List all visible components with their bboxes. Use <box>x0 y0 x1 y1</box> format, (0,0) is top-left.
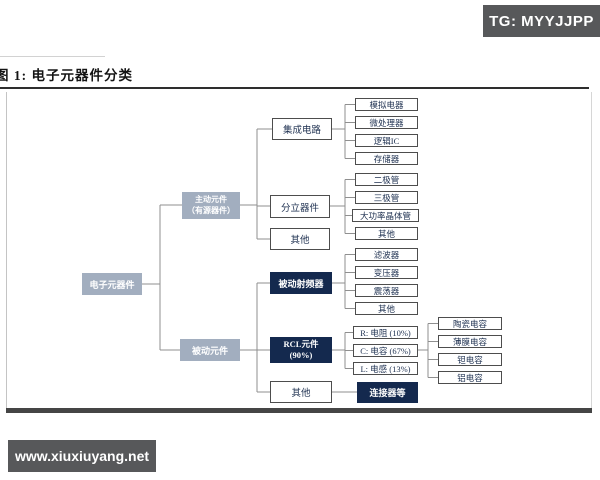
node-passive-other: 其他 <box>270 381 332 403</box>
node-inductor: L: 电感 (13%) <box>353 362 418 375</box>
node-integrated-circuits: 集成电路 <box>272 118 332 140</box>
site-watermark-text: www.xiuxiuyang.net <box>14 448 150 464</box>
node-connectors-etc: 连接器等 <box>357 382 418 403</box>
node-capacitor: C: 电容 (67%) <box>353 344 418 357</box>
node-passive-components: 被动元件 <box>180 339 240 361</box>
node-rcl-line2: (90%) <box>289 350 313 360</box>
node-high-power-transistor: 大功率晶体管 <box>352 209 419 222</box>
node-tantalum-capacitor: 钽电容 <box>438 353 502 366</box>
node-analog-devices: 模拟电器 <box>355 98 418 111</box>
node-active-line2: （有源器件） <box>187 205 235 215</box>
node-passive-rf: 被动射频器 <box>270 272 332 294</box>
node-active-components: 主动元件 （有源器件） <box>182 192 240 219</box>
figure-title: 图 1: 电子元器件分类 <box>0 68 133 83</box>
node-resistor: R: 电阻 (10%) <box>353 326 418 339</box>
node-triode: 三极管 <box>355 191 418 204</box>
node-active-other: 其他 <box>270 228 330 250</box>
tg-badge-text: TG: MYYJJPP <box>489 12 594 30</box>
header-thin-rule <box>0 56 105 57</box>
node-microprocessor: 微处理器 <box>355 116 418 129</box>
node-ceramic-capacitor: 陶瓷电容 <box>438 317 502 330</box>
node-rf-other: 其他 <box>355 302 418 315</box>
node-film-capacitor: 薄膜电容 <box>438 335 502 348</box>
node-discrete-devices: 分立器件 <box>270 195 330 218</box>
node-discrete-other: 其他 <box>355 227 418 240</box>
figure-bottom-rule <box>6 408 592 413</box>
node-filter: 滤波器 <box>355 248 418 261</box>
node-diode: 二极管 <box>355 173 418 186</box>
tg-watermark-badge: TG: MYYJJPP <box>483 5 600 37</box>
node-root-electronic-components: 电子元器件 <box>82 273 142 295</box>
node-memory: 存储器 <box>355 152 418 165</box>
node-rcl-components: RCL元件 (90%) <box>270 337 332 363</box>
node-logic-ic: 逻辑IC <box>355 134 418 147</box>
node-active-line1: 主动元件 <box>195 195 227 205</box>
site-watermark-badge: www.xiuxiuyang.net <box>8 440 156 472</box>
figure-left-border <box>6 92 7 410</box>
title-underline-rule <box>0 87 589 89</box>
node-rcl-line1: RCL元件 <box>283 338 319 349</box>
node-aluminum-capacitor: 铝电容 <box>438 371 502 384</box>
node-oscillator: 震荡器 <box>355 284 418 297</box>
figure-right-border <box>591 92 592 410</box>
node-transformer: 变压器 <box>355 266 418 279</box>
